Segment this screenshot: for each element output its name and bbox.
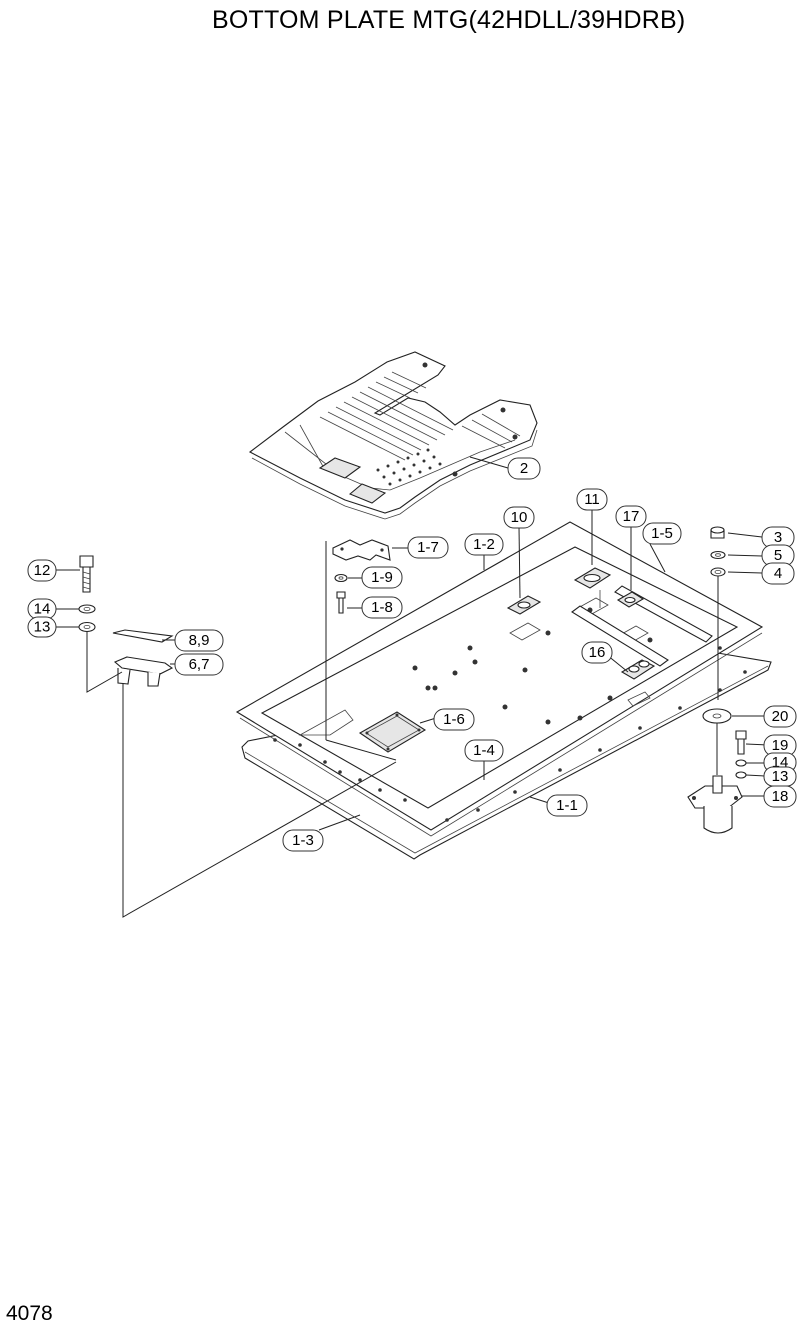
shim-part-8-9 <box>112 629 174 643</box>
svg-text:20: 20 <box>772 708 789 725</box>
callout-20: 20 <box>763 705 797 728</box>
inner-plate-part-1-4 <box>298 597 653 736</box>
callout-13-right: 13 <box>763 766 797 787</box>
grommet-part-10 <box>506 595 542 615</box>
mount-part-18 <box>687 775 743 834</box>
bolt-part-12 <box>79 555 94 593</box>
svg-text:6,7: 6,7 <box>189 656 210 673</box>
page-number: 4078 <box>6 1302 53 1325</box>
washer-part-5 <box>710 550 726 560</box>
callout-1-7: 1-7 <box>407 536 449 559</box>
svg-text:2: 2 <box>520 460 528 477</box>
callout-10: 10 <box>503 506 535 529</box>
callout-1-5: 1-5 <box>642 522 682 545</box>
bolt-part-19 <box>735 730 747 755</box>
callout-1-4: 1-4 <box>464 739 504 762</box>
grommet-part-11 <box>573 567 612 589</box>
callout-13-left: 13 <box>27 616 57 638</box>
plate-part-20 <box>702 708 732 724</box>
callout-6-7: 6,7 <box>174 653 224 676</box>
svg-text:13: 13 <box>772 768 789 785</box>
bracket-part-1-7 <box>332 539 391 561</box>
callout-1-2: 1-2 <box>464 533 504 556</box>
callout-1-9: 1-9 <box>361 566 403 589</box>
grommet-part-17 <box>616 591 645 608</box>
washer-part-1-9 <box>334 573 348 583</box>
svg-text:1-5: 1-5 <box>651 525 673 542</box>
svg-text:19: 19 <box>772 737 789 754</box>
svg-text:1-4: 1-4 <box>473 742 495 759</box>
svg-text:8,9: 8,9 <box>189 632 210 649</box>
svg-text:17: 17 <box>623 508 640 525</box>
callout-1-6: 1-6 <box>433 708 475 731</box>
washer-part-13-left <box>78 621 96 633</box>
svg-text:1-9: 1-9 <box>371 569 393 586</box>
callout-1-3: 1-3 <box>282 829 324 852</box>
callout-1-1: 1-1 <box>546 794 588 817</box>
callout-4: 4 <box>761 562 795 585</box>
svg-text:10: 10 <box>511 509 528 526</box>
callout-12: 12 <box>27 559 57 582</box>
callout-17: 17 <box>615 505 647 528</box>
svg-text:5: 5 <box>774 547 782 564</box>
callout-2: 2 <box>507 457 541 480</box>
washer-part-14-right <box>735 759 747 767</box>
svg-text:1-3: 1-3 <box>292 832 314 849</box>
svg-text:1-8: 1-8 <box>371 599 393 616</box>
svg-text:1-1: 1-1 <box>556 797 578 814</box>
nut-part-3 <box>710 526 725 539</box>
svg-text:16: 16 <box>589 644 606 661</box>
svg-text:1-7: 1-7 <box>417 539 439 556</box>
bolt-part-1-8 <box>336 591 346 614</box>
callout-1-8: 1-8 <box>361 596 403 619</box>
callout-19: 19 <box>763 734 797 757</box>
washer-part-13-right <box>735 771 747 779</box>
floor-mat-part-2 <box>248 351 538 520</box>
callout-8-9: 8,9 <box>174 629 224 652</box>
svg-text:4: 4 <box>774 565 782 582</box>
svg-text:11: 11 <box>584 491 600 508</box>
callout-16: 16 <box>581 641 613 664</box>
callout-18: 18 <box>763 785 797 808</box>
svg-text:18: 18 <box>772 788 789 805</box>
callout-11: 11 <box>576 488 608 511</box>
callout-14-left: 14 <box>27 598 57 620</box>
svg-text:13: 13 <box>34 619 51 636</box>
svg-text:1-6: 1-6 <box>443 711 465 728</box>
bracket-part-6-7 <box>113 656 174 687</box>
washer-part-4 <box>710 567 726 577</box>
svg-text:1-2: 1-2 <box>473 536 495 553</box>
page-title: BOTTOM PLATE MTG(42HDLL/39HDRB) <box>212 6 686 34</box>
svg-text:12: 12 <box>34 562 51 579</box>
svg-text:3: 3 <box>774 529 782 546</box>
cover-plate-part-1-6 <box>358 711 427 753</box>
svg-text:14: 14 <box>34 601 51 618</box>
washer-part-14-left <box>78 604 96 614</box>
grommet-part-16 <box>620 659 656 680</box>
